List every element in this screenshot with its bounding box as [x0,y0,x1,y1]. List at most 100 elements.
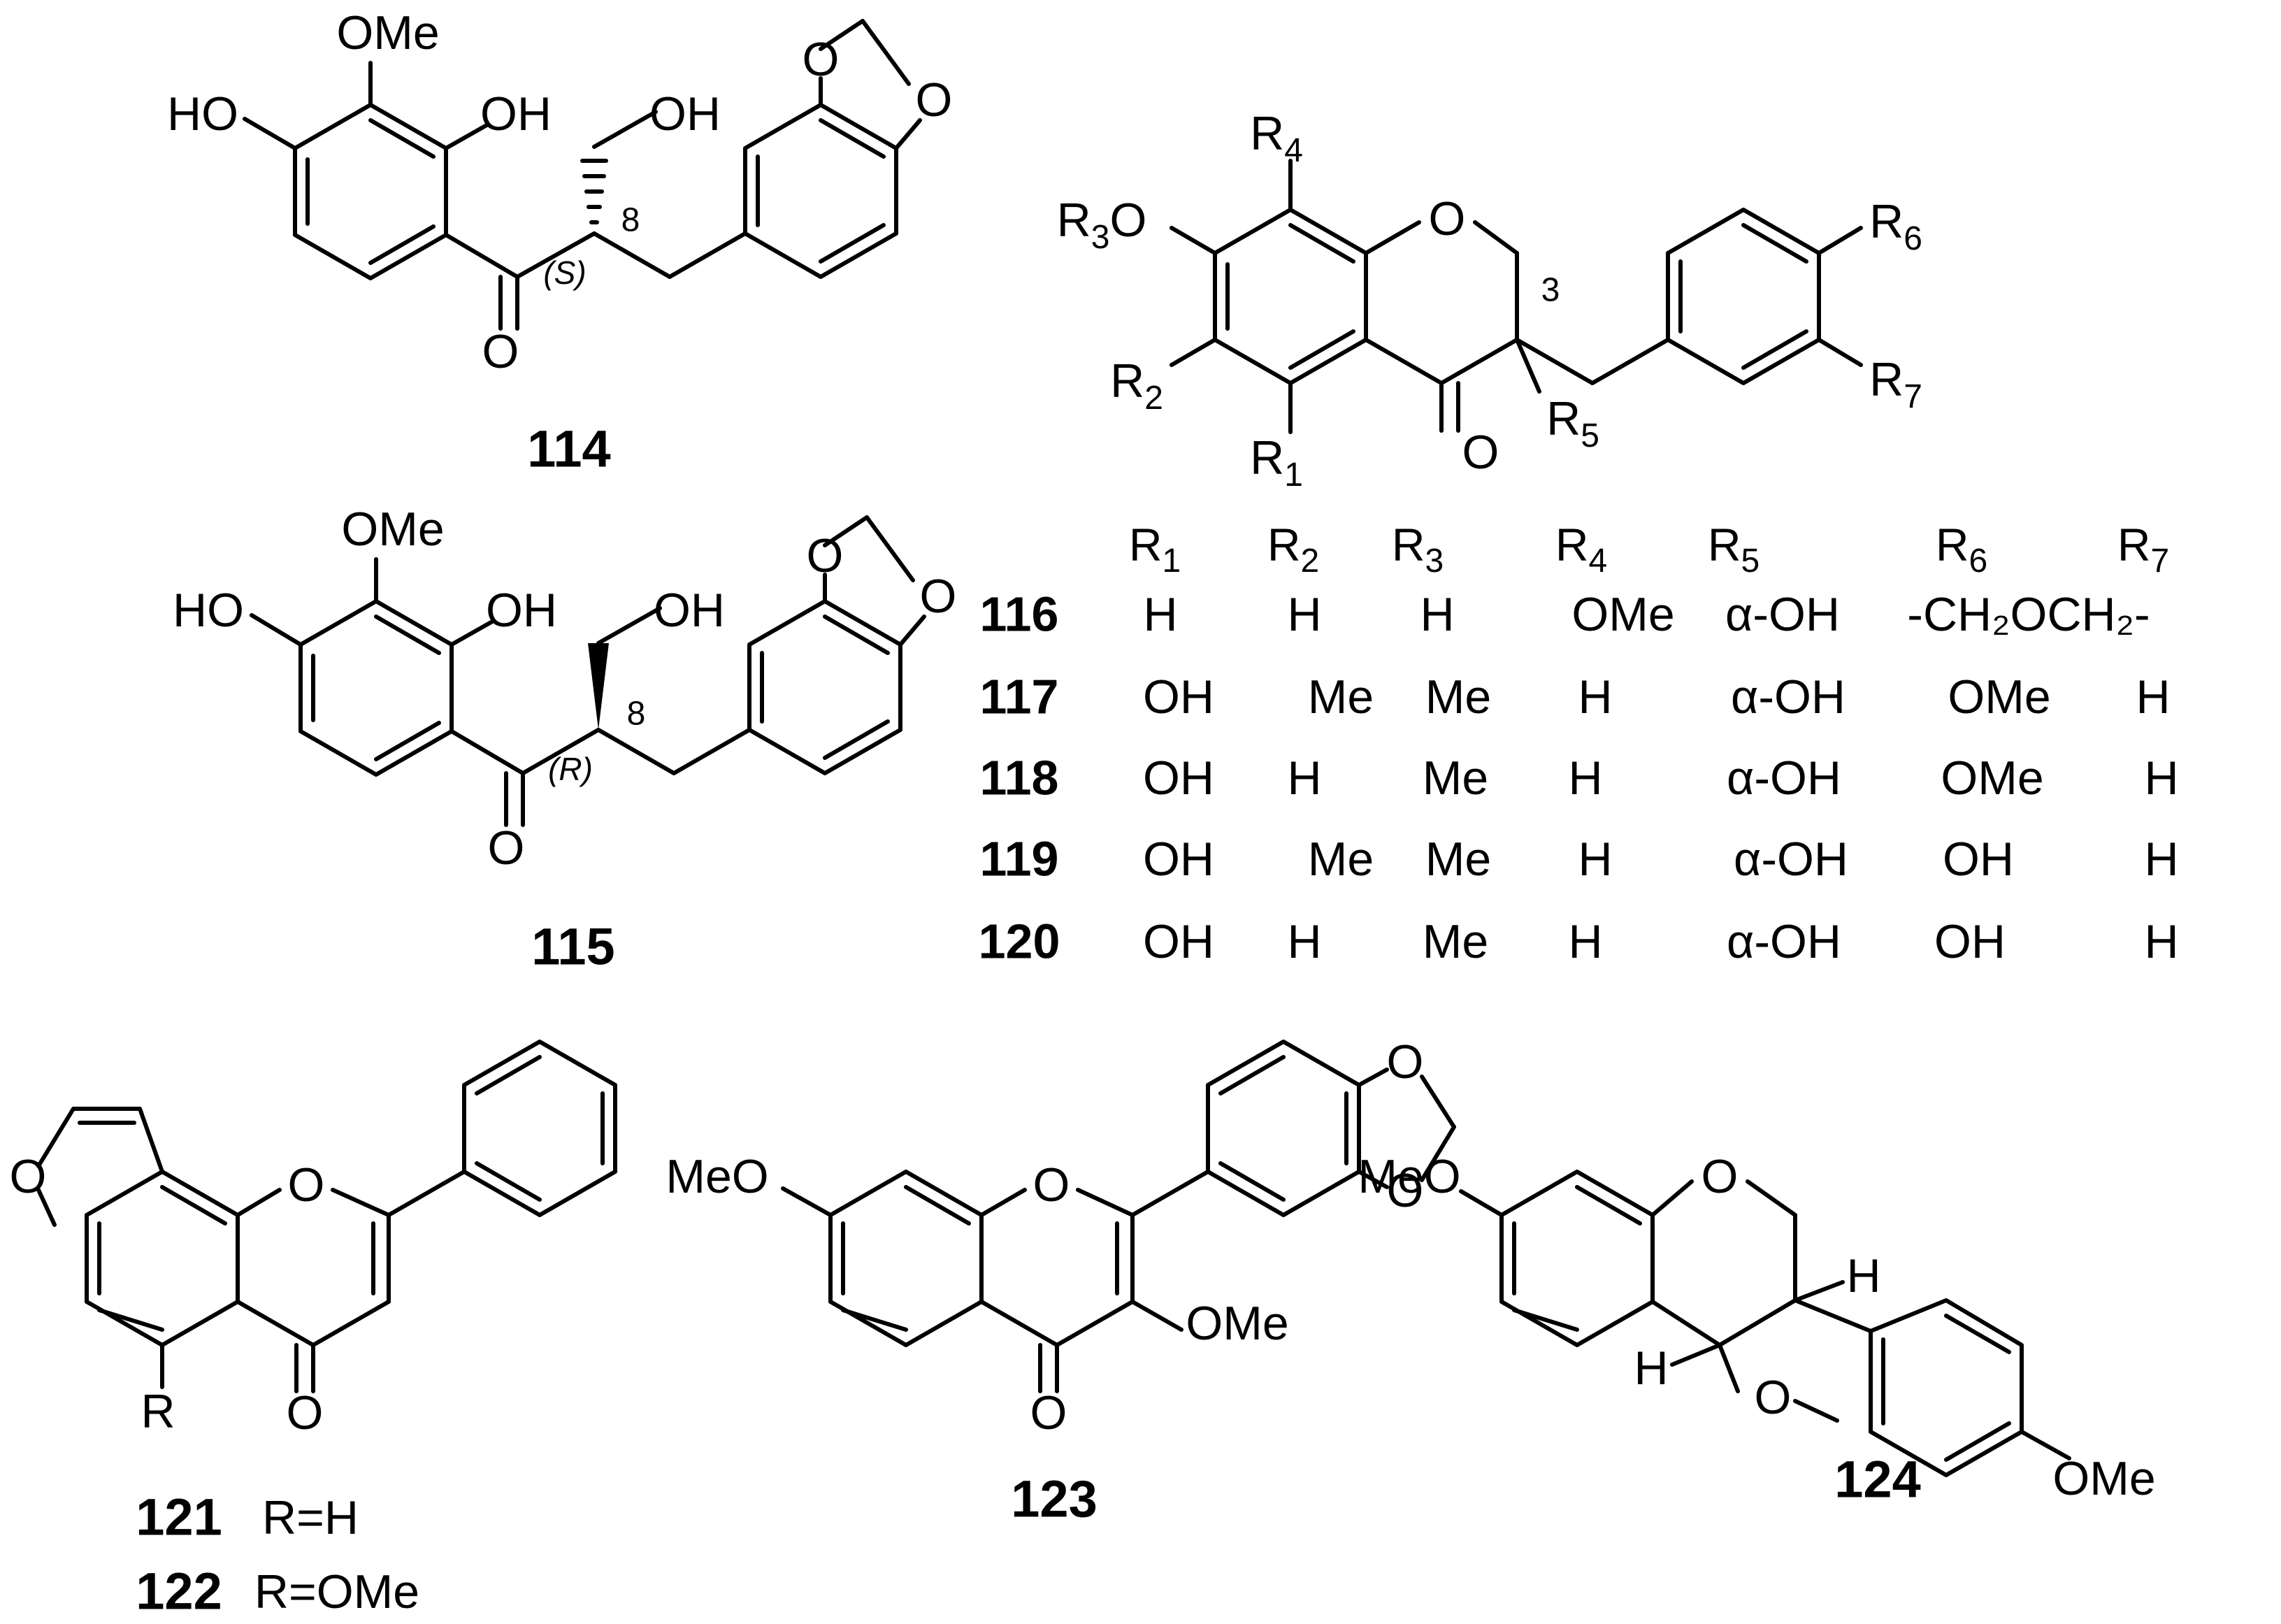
table-cell: H [2144,915,2178,968]
oxygen-label: O [288,1158,325,1212]
oxygen-label: O [1387,1035,1424,1088]
oxygen-label: O [10,1150,47,1203]
compound-124: MeO O H H O OMe 124 [1358,1150,2155,1509]
column-header: R5 [1708,519,1760,579]
table-cell: Me [1425,833,1491,886]
substituent-label: R3O [1057,194,1147,256]
carbonyl-oxygen-label: O [1030,1386,1067,1439]
table-cell: H [1568,915,1602,968]
substituent-note: R=H [262,1491,359,1544]
oxygen-label: O [1387,1164,1424,1217]
table-cell: H [2136,670,2170,724]
column-header: R7 [2117,519,2169,579]
table-cell: -CH₂OCH₂- [1907,588,2150,641]
table-cell: OH [1943,833,2014,886]
table-cell: α-OH [1725,588,1840,641]
homoisoflavanone-core: R4 R3O O 3 R6 R2 R7 R5 O R1 [1057,107,1922,494]
carbonyl-oxygen-label: O [287,1386,324,1439]
compound-114: OMe HO OH OH O O O 8 (S) 114 [167,6,952,478]
oxygen-label: O [803,33,840,86]
table-cell: OMe [1571,588,1674,641]
table-cell: OH [1143,915,1214,968]
table-cell: Me [1308,833,1374,886]
carbonyl-oxygen-label: O [488,821,525,875]
methoxy-label: OMe [2052,1452,2155,1505]
substituent-label: R [141,1385,175,1438]
substituent-label: R7 [1869,353,1922,415]
compound-number: 124 [1834,1451,1920,1509]
row-id: 120 [979,914,1060,968]
table-cell: H [1287,915,1321,968]
table-cell: OH [1143,752,1214,805]
table-cell: Me [1308,670,1374,724]
table-cell: H [1578,670,1612,724]
table-cell: Me [1425,670,1491,724]
carbonyl-oxygen-label: O [1462,426,1499,479]
position-label: 3 [1541,272,1560,309]
substituent-label: R4 [1250,107,1303,169]
substituent-note: R=OMe [254,1565,419,1618]
table-cell: H [1287,752,1321,805]
hydroxy-label: HO [173,584,244,637]
table-cell: OH [1934,915,2006,968]
table-cell: α-OH [1727,915,1841,968]
oxygen-label: O [807,529,844,582]
table-cell: H [1143,588,1177,641]
table-cell: OH [1143,833,1214,886]
table-row: 117 OH Me Me H α-OH OMe H [980,669,2171,724]
substituent-label: R1 [1250,431,1303,494]
table-cell: H [2144,833,2178,886]
compound-number: 123 [1011,1470,1097,1528]
oxygen-label: O [1755,1371,1792,1424]
compound-number: 115 [531,918,614,976]
compound-number: 122 [136,1562,222,1621]
methoxy-label: MeO [665,1150,768,1203]
compound-number: 121 [136,1488,222,1546]
table-cell: OH [1143,670,1214,724]
hydroxy-label: HO [167,87,238,141]
methoxy-label: MeO [1358,1150,1460,1203]
column-header: R4 [1555,519,1607,579]
position-label: 8 [621,202,640,239]
row-id: 117 [980,669,1059,724]
substituent-label: R6 [1869,195,1922,257]
table-cell: OMe [1948,670,2050,724]
table-cell: H [1420,588,1454,641]
row-id: 119 [980,831,1059,886]
table-row: 116 H H H OMe α-OH -CH₂OCH₂- [980,587,2150,641]
oxygen-label: O [916,73,953,127]
hydrogen-label: H [1846,1249,1880,1302]
stereo-label: (R) [548,751,593,787]
table-cell: Me [1423,915,1488,968]
table-cell: α-OH [1734,833,1848,886]
table-cell: α-OH [1727,752,1841,805]
substituent-table: R1 R2 R3 R4 R5 R6 R7 116 H H H OMe α-OH … [979,519,2179,968]
row-id: 116 [980,587,1059,641]
methoxy-label: OMe [336,6,439,59]
methoxy-label: OMe [341,503,444,556]
table-cell: OMe [1941,752,2043,805]
table-row: 120 OH H Me H α-OH OH H [979,914,2179,968]
compound-115: OMe HO OH OH O O O 8 (R) 115 [173,503,956,976]
compound-number: 114 [527,420,610,478]
oxygen-label: O [1033,1158,1070,1212]
table-row: 119 OH Me Me H α-OH OH H [980,831,2179,886]
ring-oxygen-label: O [1429,192,1466,245]
carbonyl-oxygen-label: O [482,325,519,378]
table-header: R1 R2 R3 R4 R5 R6 R7 [1129,519,2169,579]
stereo-label: (S) [543,254,586,291]
compound-123: MeO O O O OMe O 123 [665,1035,1456,1528]
hydroxy-label: OH [649,87,721,141]
column-header: R3 [1392,519,1444,579]
hydroxy-label: OH [480,87,552,141]
hydroxy-label: OH [654,584,725,637]
oxygen-label: O [1701,1150,1739,1203]
table-cell: H [1287,588,1321,641]
hydroxy-label: OH [486,584,557,637]
substituent-label: R5 [1546,392,1599,454]
column-header: R6 [1936,519,1987,579]
column-header: R2 [1267,519,1319,579]
position-label: 8 [627,696,646,733]
table-cell: H [1578,833,1612,886]
